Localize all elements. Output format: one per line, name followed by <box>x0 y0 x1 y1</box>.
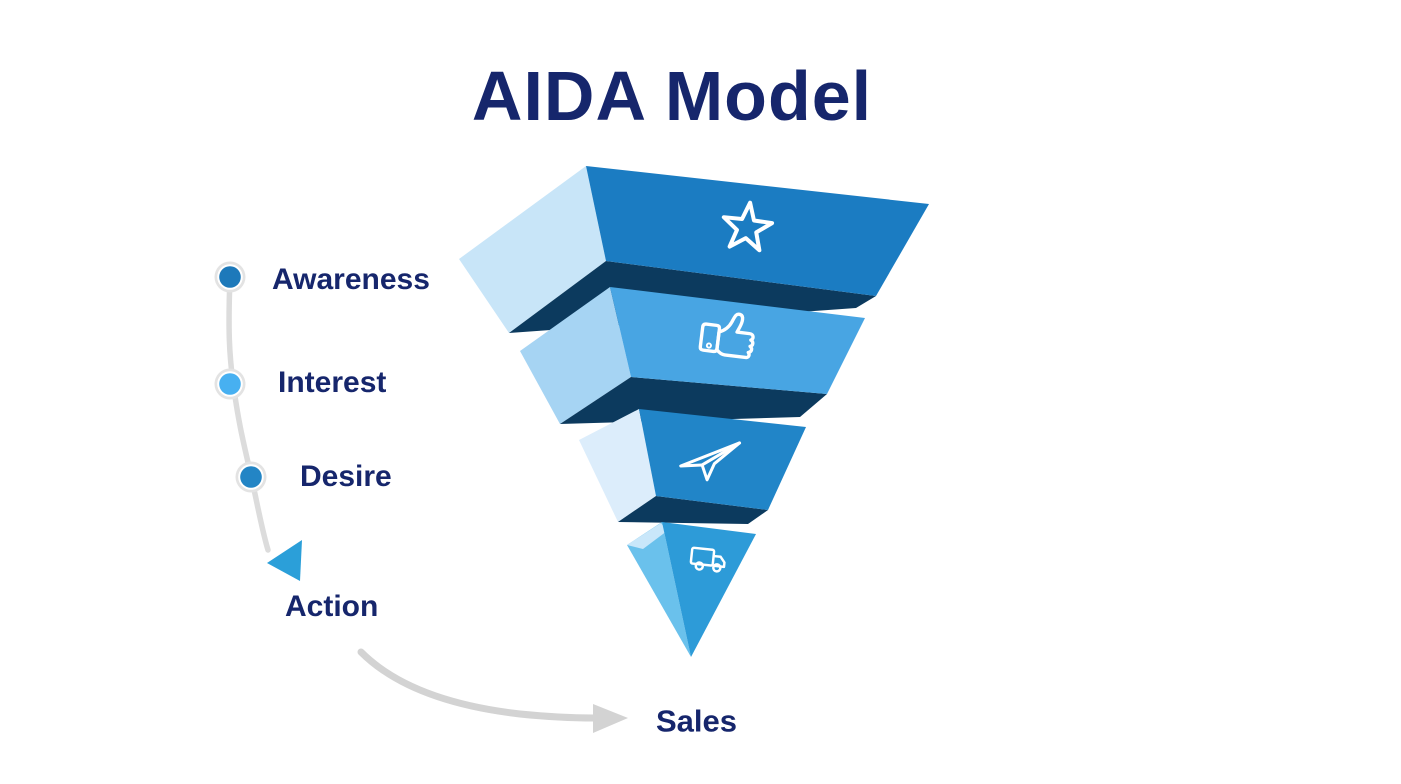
stage-label-interest: Interest <box>278 366 387 399</box>
sales-arrow <box>357 648 628 733</box>
truck-icon <box>689 546 726 573</box>
timeline-dot-awareness <box>214 261 246 293</box>
tier2-underside <box>560 377 827 424</box>
action-triangle-marker <box>267 540 302 581</box>
sales-arrow-shaft <box>357 648 598 722</box>
funnel-tier-interest <box>520 287 865 424</box>
stage-timeline <box>214 261 302 581</box>
tier4-side-face <box>627 522 691 657</box>
funnel-tier-action <box>627 522 756 657</box>
tier3-underside <box>618 496 768 524</box>
stage-label-desire: Desire <box>300 460 392 493</box>
tier1-side-face <box>459 166 606 333</box>
sales-arrowhead <box>593 704 628 733</box>
tier4-front-face <box>662 522 756 657</box>
paper-plane-icon <box>679 441 742 482</box>
tier3-side-face <box>579 409 656 522</box>
page-title: AIDA Model <box>471 57 873 135</box>
tier2-side-face <box>520 287 631 424</box>
timeline-path <box>226 274 271 553</box>
tier2-front-face <box>610 287 865 394</box>
sales-label: Sales <box>656 703 738 739</box>
stage-label-action: Action <box>285 590 379 623</box>
timeline-dot-desire <box>235 461 267 493</box>
stage-label-awareness: Awareness <box>272 263 430 296</box>
funnel-tier-desire <box>579 409 806 524</box>
star-icon <box>721 200 775 253</box>
timeline-dot-interest <box>214 368 246 400</box>
tier3-front-face <box>639 409 806 510</box>
thumbs-up-icon <box>698 312 755 360</box>
tier4-side-sliver <box>627 523 667 549</box>
